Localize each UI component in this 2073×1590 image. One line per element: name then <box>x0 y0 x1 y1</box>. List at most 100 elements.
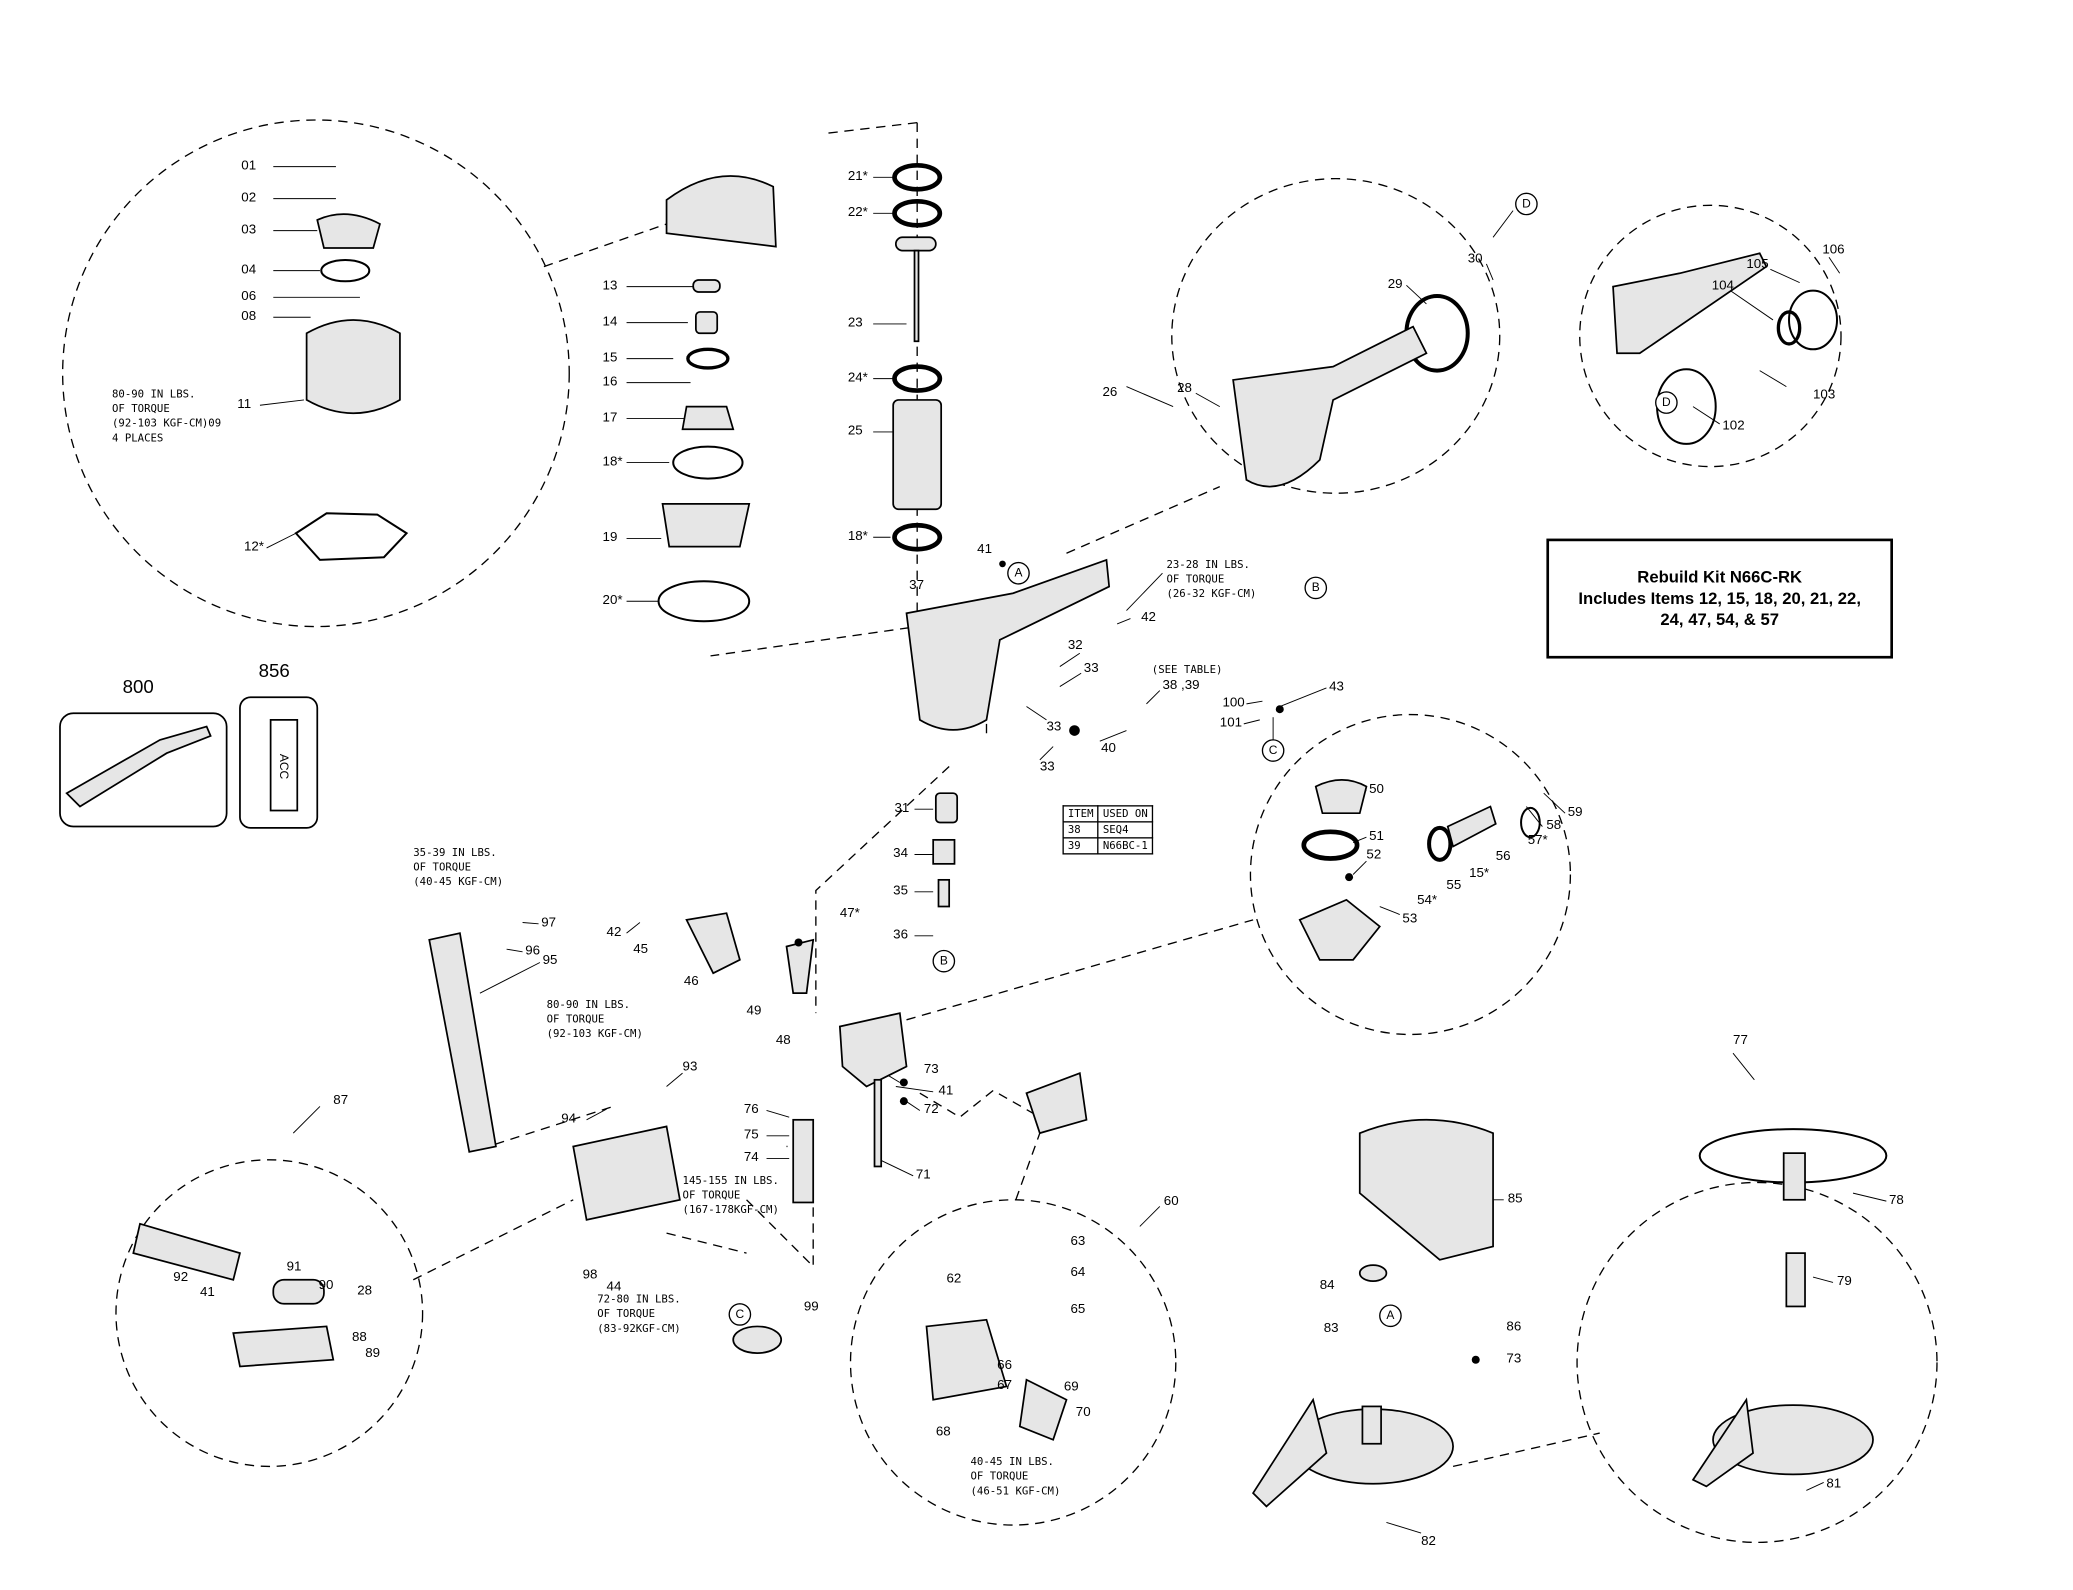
part-callout: 33 <box>1046 719 1062 735</box>
part-callout: 77 <box>1733 1033 1748 1048</box>
part-callout: 106 <box>1822 242 1845 258</box>
ref-marker-a: A <box>1007 561 1030 585</box>
torque-note: 72-80 IN LBS.OF TORQUE(83-92KGF-CM) <box>597 1293 681 1335</box>
part-callout: 60 <box>1163 1194 1179 1210</box>
rebuild-kit-items-line2: 24, 47, 54, & 57 <box>1660 610 1779 630</box>
torque-note: 145-155 IN LBS.OF TORQUE(167-178KGF-CM) <box>682 1174 779 1216</box>
part-callout: 51 <box>1369 829 1384 844</box>
part-callout: 84 <box>1319 1278 1335 1294</box>
part-callout: 38 ,39 <box>1162 678 1200 694</box>
part-callout: 32 <box>1067 638 1083 654</box>
part-callout: 73 <box>1506 1351 1522 1367</box>
rebuild-kit-box: Rebuild Kit N66C-RK Includes Items 12, 1… <box>1546 538 1894 659</box>
part-callout: 66 <box>997 1358 1012 1374</box>
accessory-856-label: 856 <box>258 659 290 682</box>
ref-marker-d: D <box>1655 391 1678 414</box>
part-callout: 46 <box>683 974 699 990</box>
detail-circle-60 <box>849 1199 1177 1526</box>
ref-marker-c: C <box>728 1303 752 1326</box>
part-callout: 104 <box>1711 278 1734 294</box>
part-callout: 28 <box>1177 381 1192 396</box>
part-callout: 52 <box>1366 847 1382 863</box>
part-callout: 97 <box>541 915 557 931</box>
part-callout: 21* <box>847 169 868 184</box>
part-callout: 01 <box>241 158 257 174</box>
part-callout: 35 <box>893 883 909 899</box>
part-callout: 90 <box>318 1278 334 1294</box>
part-callout: 28 <box>357 1283 373 1299</box>
nose-assembly-part <box>838 1012 908 1088</box>
part-callout: 33 <box>1039 759 1055 775</box>
torque-note: 80-90 IN LBS.OF TORQUE(92-103 KGF-CM) <box>546 998 643 1040</box>
part-callout: 41 <box>938 1083 954 1099</box>
part-callout: 59 <box>1567 805 1583 820</box>
detail-circle-swivel <box>1579 204 1842 468</box>
part-callout: 36 <box>893 927 909 943</box>
part-callout: 37 <box>909 578 925 594</box>
part-callout: 99 <box>803 1299 819 1315</box>
part-callout: 86 <box>1506 1319 1522 1335</box>
part-callout: 08 <box>241 309 257 324</box>
ref-marker-b: B <box>932 949 956 973</box>
part-callout: 78 <box>1889 1193 1904 1208</box>
part-callout: 75 <box>743 1127 759 1143</box>
ref-marker-d: D <box>1515 192 1538 216</box>
accessory-800-label: 800 <box>122 675 154 698</box>
part-callout: 33 <box>1083 661 1099 676</box>
part-callout: 71 <box>915 1167 931 1183</box>
part-callout: 30 <box>1467 251 1483 267</box>
part-callout: 98 <box>582 1267 598 1283</box>
magazine-part <box>428 932 497 1153</box>
rebuild-kit-items-line1: Includes Items 12, 15, 18, 20, 21, 22, <box>1578 589 1861 608</box>
detail-circle-d <box>1171 177 1501 494</box>
part-callout: 14 <box>602 314 618 330</box>
part-callout: 31 <box>894 801 910 816</box>
part-callout: 56 <box>1495 849 1511 864</box>
part-callout: 63 <box>1070 1234 1086 1250</box>
torque-note: 40-45 IN LBS.OF TORQUE(46-51 KGF-CM) <box>970 1455 1061 1498</box>
part-callout: 02 <box>241 190 257 206</box>
part-callout: 69 <box>1063 1379 1079 1395</box>
part-callout: 34 <box>893 846 909 862</box>
part-callout: 22* <box>847 205 868 220</box>
part-callout: 82 <box>1421 1534 1436 1550</box>
part-callout: 53 <box>1402 911 1418 927</box>
body-handle-part <box>1232 325 1428 488</box>
part-callout: 43 <box>1329 679 1344 695</box>
part-callout: 73 <box>923 1062 939 1078</box>
part-callout: 91 <box>286 1259 302 1275</box>
part-callout: 72 <box>923 1102 939 1118</box>
part-callout: 26 <box>1102 385 1118 400</box>
part-callout: 57* <box>1527 833 1548 848</box>
part-callout: 54* <box>1417 893 1438 908</box>
part-callout: 81 <box>1826 1477 1842 1492</box>
part-callout: 17 <box>602 410 618 426</box>
part-callout: 70 <box>1075 1405 1091 1420</box>
main-body-part <box>905 558 1111 731</box>
part-callout: 101 <box>1219 715 1243 731</box>
part-callout: 47* <box>839 906 860 922</box>
part-callout: 103 <box>1813 387 1836 403</box>
detail-circle-trigger-valve <box>1249 713 1572 1036</box>
part-callout: 49 <box>746 1003 762 1019</box>
part-callout: 41 <box>977 542 992 558</box>
part-callout: 42 <box>606 925 622 940</box>
part-callout: 29 <box>1387 277 1403 292</box>
part-callout: 62 <box>946 1271 962 1287</box>
detail-circle-87 <box>115 1159 424 1468</box>
torque-note: 23-28 IN LBS.OF TORQUE(26-32 KGF-CM) <box>1166 558 1257 600</box>
part-callout: 18* <box>847 529 868 544</box>
part-callout: 96 <box>525 943 541 959</box>
torque-note: 35-39 IN LBS.OF TORQUE(40-45 KGF-CM) <box>413 846 504 888</box>
part-callout: 20* <box>602 593 623 608</box>
rebuild-kit-title: Rebuild Kit N66C-RK <box>1637 567 1803 587</box>
part-callout: 65 <box>1070 1302 1086 1318</box>
part-callout: 19 <box>602 530 618 546</box>
part-callout: 100 <box>1222 695 1245 711</box>
part-callout: 87 <box>333 1093 349 1108</box>
part-callout: 25 <box>847 423 863 439</box>
part-callout: 24* <box>847 370 868 386</box>
